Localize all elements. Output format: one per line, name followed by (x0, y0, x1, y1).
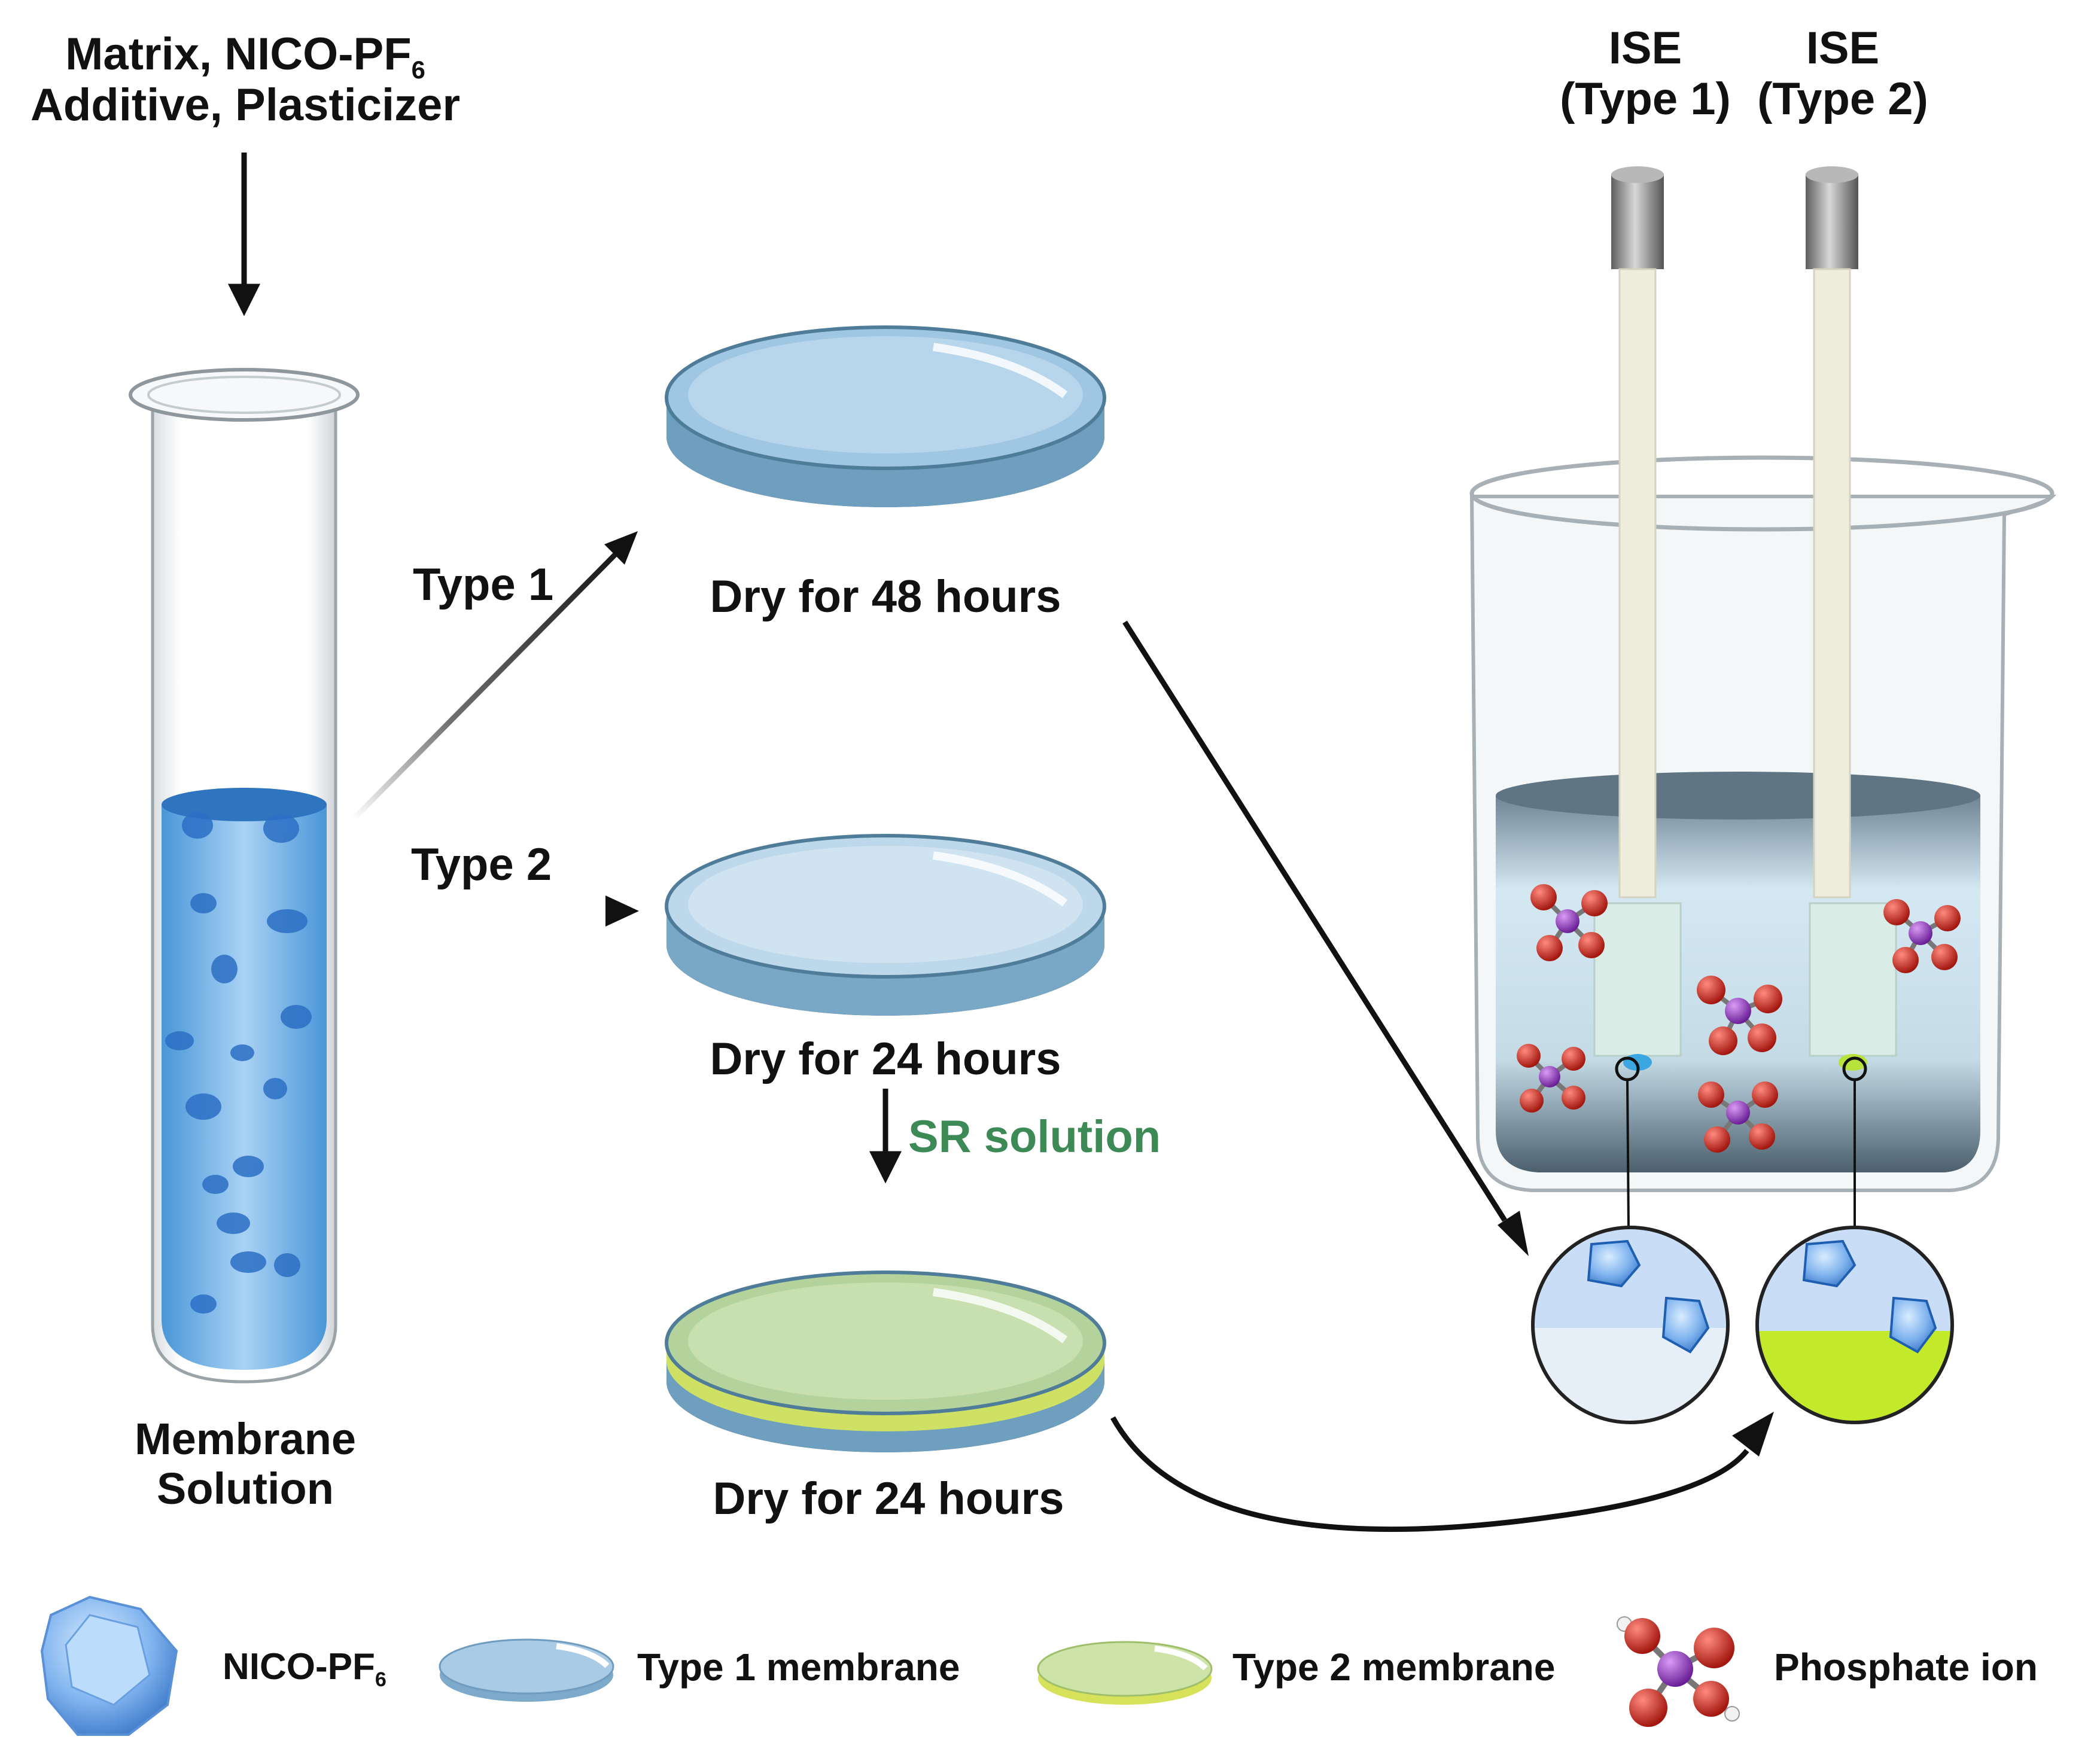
legend-type2-label: Type 2 membrane (1232, 1646, 1556, 1689)
ise-type2-label: ISE (Type 2) (1757, 23, 1928, 125)
inputs-label-line1: Matrix, NICO-PF6 (65, 29, 425, 84)
electrode-type2 (1806, 166, 1897, 1071)
sr-solution-label: SR solution (908, 1111, 1161, 1162)
petri-dish-type1 (665, 325, 1106, 507)
type2-final-dry-label: Dry for 24 hours (713, 1473, 1064, 1524)
type2-branch-label: Type 2 (411, 839, 552, 890)
type1-arrow (351, 531, 638, 822)
zoom-leader-lines (1615, 1056, 1867, 1228)
type2-to-zoom-arrow (1110, 1412, 1774, 1533)
inputs-label-line2: Additive, Plasticizer (30, 80, 461, 131)
legend-nico-label: NICO-PF6 (223, 1646, 386, 1691)
membrane-solution-liquid (162, 788, 327, 1370)
phosphate-molecule-icon (1617, 1616, 1740, 1727)
ise-type1-label: ISE (Type 1) (1560, 23, 1731, 125)
zoom-circle-type2 (1755, 1226, 1954, 1424)
type2-arrow (365, 895, 639, 927)
test-tube (129, 368, 360, 1384)
legend-type1-label: Type 1 membrane (637, 1646, 960, 1689)
polyhedron-crystal-icon (40, 1595, 178, 1736)
crystal-particles (165, 812, 312, 1314)
blue-membrane-disc-icon (439, 1638, 614, 1702)
petri-dish-type2 (665, 834, 1106, 1016)
type1-dry-label: Dry for 48 hours (710, 571, 1061, 622)
phosphate-ions-in-solution (1517, 884, 1961, 1153)
type2-dry-label: Dry for 24 hours (710, 1034, 1061, 1084)
membrane-solution-label: Membrane Solution (134, 1414, 357, 1513)
petri-dish-type2-coated (665, 1271, 1106, 1452)
legend-phosphate-label: Phosphate ion (1774, 1646, 2038, 1689)
zoom-circle-type1 (1531, 1226, 1730, 1424)
type1-branch-label: Type 1 (413, 559, 554, 610)
green-membrane-disc-icon (1037, 1641, 1213, 1705)
type1-to-zoom-arrow (1122, 620, 1529, 1256)
inputs-label: Matrix, NICO-PF6 Additive, Plasticizer (31, 29, 460, 130)
electrode-type1 (1593, 166, 1682, 1071)
